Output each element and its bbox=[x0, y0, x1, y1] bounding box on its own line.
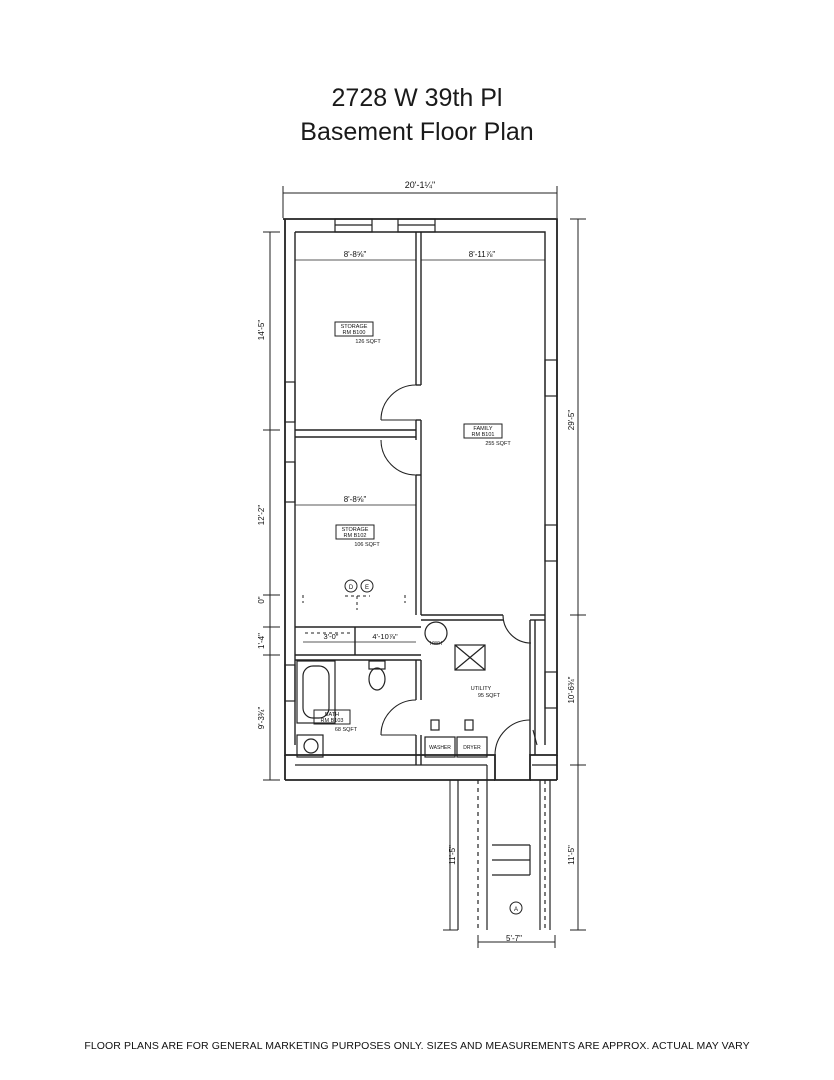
room-b100-area: 126 SQFT bbox=[355, 339, 381, 345]
interior-walls bbox=[295, 232, 545, 765]
bathtub bbox=[296, 660, 336, 724]
room-b101-number: RM B101 bbox=[472, 432, 495, 438]
room-b102-name: STORAGE bbox=[342, 527, 369, 533]
dim-right-lower: 10'-6¾" bbox=[567, 676, 576, 703]
washer-label: WASHER bbox=[429, 745, 451, 751]
dim-stair-width: 5'-7" bbox=[506, 934, 522, 943]
room-box-b102 bbox=[335, 524, 375, 540]
dim-left-hall: 1'-4" bbox=[257, 633, 266, 649]
dim-left-upper: 14'-5" bbox=[257, 320, 266, 341]
room-b102-area: 106 SQFT bbox=[354, 542, 380, 548]
plan-address: 2728 W 39th Pl bbox=[331, 84, 503, 112]
room-box-b101 bbox=[463, 423, 503, 439]
interior-dim-lines bbox=[295, 259, 545, 643]
dim-left-bath: 9'-3¾" bbox=[257, 707, 266, 730]
toilet bbox=[368, 660, 386, 691]
dim-closet-b: 4'-10⅞" bbox=[372, 632, 398, 641]
dim-closet-a: 3'-0" bbox=[324, 632, 339, 641]
furnace-icon bbox=[454, 644, 486, 671]
dim-family-width: 8'-11⅞" bbox=[469, 250, 496, 259]
water-heater-icon bbox=[424, 621, 448, 645]
room-b101-name: FAMILY bbox=[473, 426, 492, 432]
dim-overall-width: 20'-1¼" bbox=[405, 180, 435, 190]
water-heater-label: HWH bbox=[430, 641, 442, 647]
footer-disclaimer: FLOOR PLANS ARE FOR GENERAL MARKETING PU… bbox=[84, 1040, 750, 1052]
tag-e-label: E bbox=[365, 585, 369, 591]
closet-details bbox=[302, 595, 406, 634]
tag-d-label: D bbox=[349, 585, 354, 591]
room-b101-area: 255 SQFT bbox=[485, 441, 511, 447]
dim-stair-right: 11'-5" bbox=[567, 845, 576, 865]
left-dim-lines bbox=[263, 231, 280, 781]
dim-right-main: 29'-5" bbox=[567, 410, 576, 431]
dim-left-middle: 12'-2" bbox=[257, 505, 266, 526]
exterior-walls bbox=[283, 218, 558, 781]
room-b103-area: 68 SQFT bbox=[335, 727, 358, 733]
top-windows bbox=[334, 218, 436, 233]
right-dim-lines bbox=[443, 218, 586, 948]
washer-dryer-units bbox=[424, 719, 488, 758]
door-swings bbox=[380, 384, 538, 756]
room-b103-name: BATH bbox=[325, 712, 339, 718]
room-utility-name: UTILITY bbox=[471, 686, 492, 692]
tag-a-label: A bbox=[514, 907, 518, 913]
sink bbox=[296, 734, 324, 758]
dim-b102-width: 8'-8⅝" bbox=[344, 495, 367, 504]
dim-left-small: 0" bbox=[257, 596, 266, 603]
room-b102-number: RM B102 bbox=[344, 533, 367, 539]
dim-stair-left: 11'-5" bbox=[448, 845, 457, 865]
stairwell bbox=[457, 765, 551, 930]
room-b100-number: RM B100 bbox=[343, 330, 366, 336]
tag-d-icon bbox=[344, 579, 358, 593]
side-windows bbox=[284, 359, 558, 709]
room-box-b100 bbox=[334, 321, 374, 337]
dryer-label: DRYER bbox=[463, 745, 481, 751]
room-utility-area: 95 SQFT bbox=[478, 693, 501, 699]
tag-e-icon bbox=[360, 579, 374, 593]
room-box-b103 bbox=[313, 709, 351, 725]
room-b100-name: STORAGE bbox=[341, 324, 368, 330]
tag-a-icon bbox=[509, 901, 523, 915]
room-b103-number: RM B103 bbox=[321, 718, 344, 724]
plan-subtitle: Basement Floor Plan bbox=[300, 118, 534, 146]
dim-b100-width: 8'-8⅝" bbox=[344, 250, 367, 259]
